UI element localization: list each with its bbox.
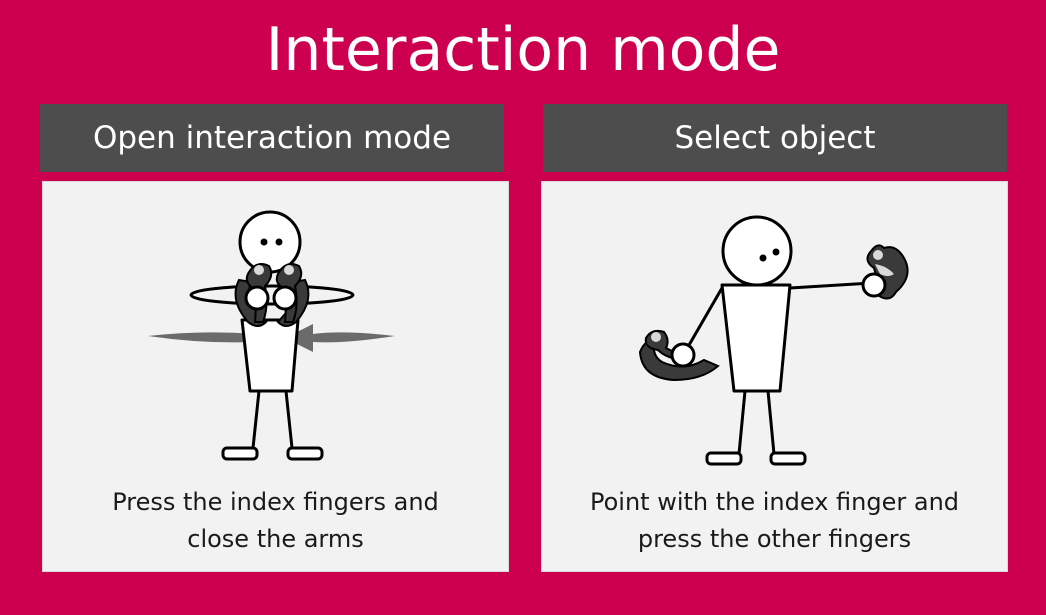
stick-figure-pointing-controller-icon xyxy=(638,215,909,466)
panel-header-open-interaction: Open interaction mode xyxy=(40,104,504,172)
panel-card-select-object: Point with the index finger and press th… xyxy=(541,181,1008,572)
stick-figure-both-controllers-arms-closing-icon xyxy=(148,210,395,461)
arrow-left-icon xyxy=(285,324,395,352)
panel-card-open-interaction: Press the index fingers and close the ar… xyxy=(42,181,509,572)
caption-line: close the arms xyxy=(187,525,364,553)
panel-header-select-object: Select object xyxy=(543,104,1007,172)
arrow-right-icon xyxy=(148,324,283,352)
panel-caption-open-interaction: Press the index fingers and close the ar… xyxy=(53,484,498,558)
page-title: Interaction mode xyxy=(265,15,781,85)
caption-line: press the other fingers xyxy=(637,525,912,553)
panel-caption-select-object: Point with the index finger and press th… xyxy=(552,484,997,558)
caption-line: Point with the index finger and xyxy=(589,488,960,516)
caption-line: Press the index fingers and xyxy=(112,488,439,516)
